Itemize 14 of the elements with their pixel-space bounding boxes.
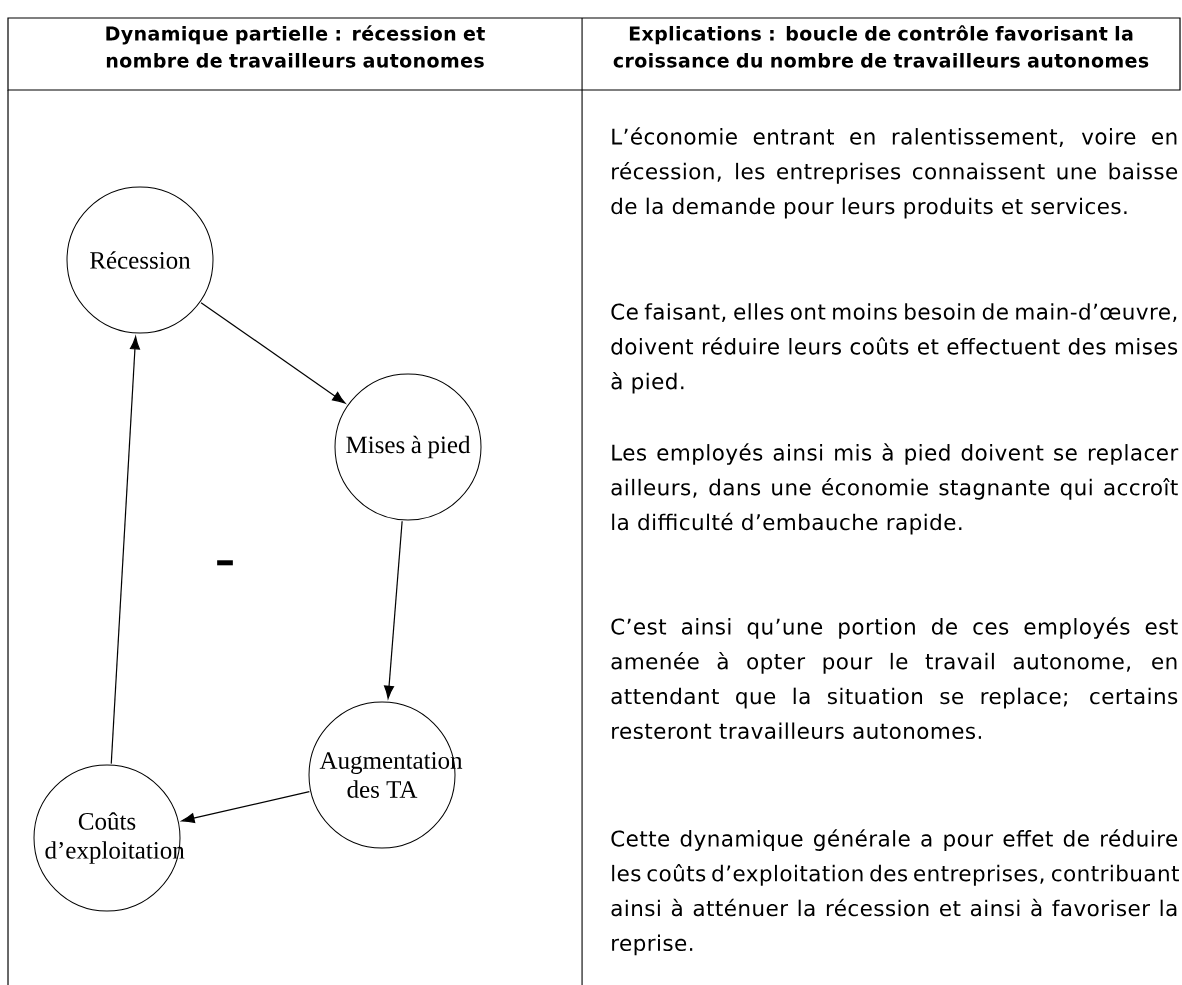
paragraph: Ce faisant, elles ont moins besoin de main-d’œuvre, doivent réduire leurs coûts et effectuent des mises à pied. (611, 303, 1178, 394)
circle-node: Récession (66, 186, 214, 334)
paragraph: L’économie entrant en ralentissement, voire en récession, les entreprises connaissent une baisse de la demande pour leurs produits et services. (611, 127, 1178, 219)
arrow (110, 336, 140, 765)
arrow (383, 520, 403, 699)
paragraph: Les employés ainsi mis à pied doivent se replacer ailleurs, dans une économie stagnante qui accroît la difficulté d’embauche rapide. (611, 443, 1179, 535)
arrow (200, 302, 346, 404)
arrow (181, 791, 310, 824)
loop-sign: – (217, 560, 233, 566)
column-heading: Dynamique partielle : récession et nombre de travailleurs autonomes (106, 25, 485, 68)
circle-node: Mises à pied (334, 373, 482, 521)
paragraph: C’est ainsi qu’une portion de ces employés est amenée à opter pour le travail autonome, en attendant que la situation se replace; certains resteront travailleurs autonomes. (611, 617, 1178, 740)
paragraph: Cette dynamique générale a pour effet de réduire les coûts d’exploitation des entreprises, contribuant ainsi à atténuer la récession et ainsi à favoriser la reprise. (611, 829, 1179, 956)
column-heading: Explications : boucle de contrôle favorisant la croissance du nombre de travailleurs autonomes (613, 25, 1149, 68)
